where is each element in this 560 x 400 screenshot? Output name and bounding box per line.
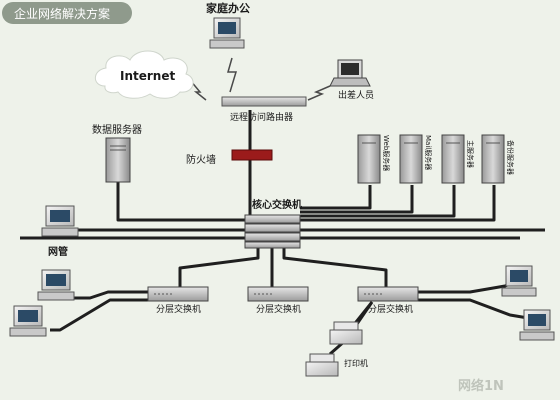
workstation-right-1 [501, 265, 537, 297]
floor-switch-1: 分层交换机 [147, 286, 209, 315]
web-server-label: Web服务器 [382, 135, 391, 171]
mail-server-label: Mail服务器 [424, 135, 433, 170]
workstation-right-2 [519, 309, 555, 341]
title-banner: 企业网络解决方案 [2, 2, 132, 24]
workstation-left-1 [37, 269, 75, 301]
db-server-label: 数据服务器 [92, 123, 142, 136]
watermark: 网络1N [458, 378, 504, 394]
diagram-title: 企业网络解决方案 [14, 6, 110, 21]
lan-cables [20, 110, 545, 356]
main-server-label: 主服务器 [466, 140, 475, 168]
mail-server: Mail服务器 [399, 134, 433, 184]
remote-access-router: 远程访问路由器 [221, 96, 307, 123]
floor-switch-3: 分层交换机 [357, 286, 419, 315]
router-label: 远程访问路由器 [230, 111, 293, 123]
database-server: 数据服务器 [92, 123, 142, 183]
core-switch-label: 核心交换机 [252, 198, 302, 211]
firewall: 防火墙 [186, 149, 273, 166]
printer-label: 打印机 [344, 358, 368, 368]
main-server: 主服务器 [441, 134, 475, 184]
backup-server: 备份服务器 [481, 134, 515, 184]
backup-server-label: 备份服务器 [506, 140, 515, 175]
web-server: Web服务器 [357, 134, 391, 184]
traveler-label: 出差人员 [338, 89, 374, 101]
traveler-laptop: 出差人员 [329, 59, 374, 101]
netadmin-pc: 网管 [41, 205, 79, 258]
netadmin-label: 网管 [48, 245, 68, 258]
floor-switch-1-label: 分层交换机 [156, 303, 201, 315]
floor-switch-3-label: 分层交换机 [368, 303, 413, 315]
printer-2: 打印机 [305, 353, 368, 377]
floor-switch-2: 分层交换机 [247, 286, 309, 315]
home-office-label: 家庭办公 [206, 1, 250, 15]
floor-switch-2-label: 分层交换机 [256, 303, 301, 315]
workstation-left-2 [9, 305, 47, 337]
internet-label: Internet [120, 69, 175, 83]
home-office-pc: 家庭办公 [206, 1, 250, 49]
firewall-label: 防火墙 [186, 153, 216, 166]
core-switch: 核心交换机 [244, 198, 302, 249]
watermark-text: 网络1N [458, 378, 504, 394]
wan-links [189, 57, 331, 101]
printer-1 [329, 321, 363, 345]
internet-cloud: Internet [94, 50, 194, 99]
